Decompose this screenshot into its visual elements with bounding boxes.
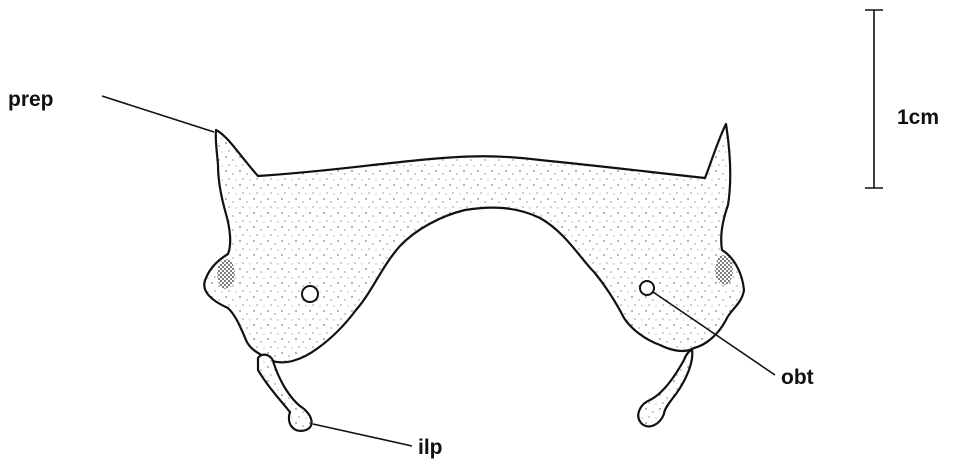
scale-label: 1cm (897, 106, 939, 129)
label-ilp: ilp (418, 436, 443, 459)
acetabulum-left (217, 259, 235, 289)
label-obt: obt (781, 366, 814, 389)
ilial-process-left (258, 355, 312, 431)
ilial-process-right (638, 350, 692, 426)
obturator-foramen-right (640, 281, 654, 295)
pelvis-outline (204, 124, 744, 362)
acetabulum-right (715, 255, 733, 285)
label-prep: prep (8, 88, 54, 111)
leader-prep (102, 96, 214, 132)
scale-bar (865, 10, 883, 188)
leader-ilp (313, 424, 412, 446)
obturator-foramen-left (302, 286, 318, 302)
